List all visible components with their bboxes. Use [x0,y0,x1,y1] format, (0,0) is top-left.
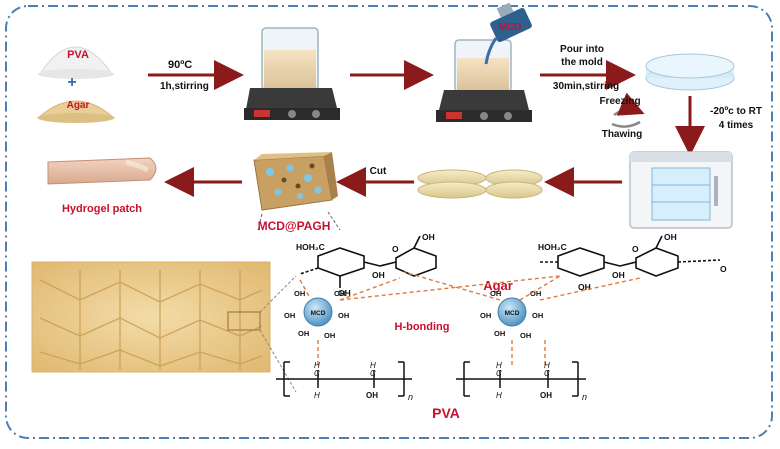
freezing-label: Freezing [599,96,640,107]
h-atom: H [314,361,320,370]
zoom-guide [327,211,341,231]
hydrogel-disc-icon [417,169,543,199]
freeze-thaw-cycle-icon [611,92,645,128]
pva-powder-label: PVA [67,49,89,61]
mcd-ball-label: MCD [505,310,520,317]
oh-label: OH [338,288,351,298]
agar-unit-structure [299,235,437,288]
mesh-micrograph-icon [31,261,271,373]
pva-chem-label: PVA [432,405,460,421]
oh-label: OH [490,289,501,298]
oh-label: OH [480,311,491,320]
freezer-icon [629,151,733,229]
h-atom: H [496,361,502,370]
agar-chem-label: Agar [483,278,513,293]
powder-pile-icon [38,46,114,79]
h-atom: H [370,361,376,370]
finger-icon [47,157,157,185]
oh-label: OH [494,329,505,338]
oh-label: OH [366,391,378,400]
o-label: O [632,244,639,254]
oh-label: OH [284,311,295,320]
oh-label: OH [540,391,552,400]
oh-label: OH [612,270,625,280]
zoom-guide [259,275,297,313]
c-atom: C [314,369,320,378]
oh-label: OH [664,232,677,242]
oh-label: OH [294,289,305,298]
oh-label: OH [532,311,543,320]
cut-label: Cut [370,166,387,177]
c-atom: C [544,369,550,378]
oh-label: OH [422,232,435,242]
oh-label: OH [372,270,385,280]
powder-pile-icon [36,100,116,123]
zoom-guide [259,329,297,393]
o-label: O [720,264,727,274]
n-subscript: n [408,392,413,402]
mcd-bottle-label: MCD [499,22,522,33]
product-label: MCD@PAGH [258,219,331,233]
mcd-ball-label: MCD [311,310,326,317]
hydrogel-patch-label: Hydrogel patch [62,203,142,215]
pour-line2: the mold [561,57,603,68]
mcd-ball-icon [497,297,527,327]
h-bonding-label: H-bonding [395,321,450,333]
c-atom: C [496,369,502,378]
agar-unit-structure [540,235,721,277]
petri-dish-icon [645,53,735,91]
h-atom: H [544,361,550,370]
o-label: O [392,244,399,254]
oh-label: OH [520,331,531,340]
oh-label: OH [324,331,335,340]
h-bond-links [299,271,641,366]
h-atom: H [314,391,320,400]
thawing-label: Thawing [602,129,643,140]
oh-label: OH [578,282,591,292]
hoh2c-label: HOH₂C [538,242,567,252]
plus-sign: + [67,74,76,91]
step1-temp: 90ºC [168,59,192,71]
hoh2c-label: HOH₂C [296,242,325,252]
step1-condition: 1h,stirring [160,81,209,92]
c-atom: C [370,369,376,378]
reagent-bottle-icon [484,2,532,65]
h-atom: H [496,391,502,400]
sponge-block-icon [253,152,338,211]
cycles-count: 4 times [719,120,754,131]
pour-line1: Pour into [560,44,604,55]
mcd-ball-icon [303,297,333,327]
dashed-border [5,5,773,439]
beaker-on-hotplate-icon [244,27,340,120]
n-subscript: n [582,392,587,402]
oh-label: OH [298,329,309,338]
oh-label: OH [338,311,349,320]
zoom-guide [257,213,263,231]
stir2-condition: 30min,stirring [553,81,619,92]
temp-range: -20ºc to RT [710,106,762,117]
beaker-on-hotplate-icon [436,39,532,122]
oh-label: OH [530,289,541,298]
oh-label: OH [334,289,345,298]
pva-unit-structure [276,361,586,397]
agar-powder-label: Agar [67,100,90,111]
